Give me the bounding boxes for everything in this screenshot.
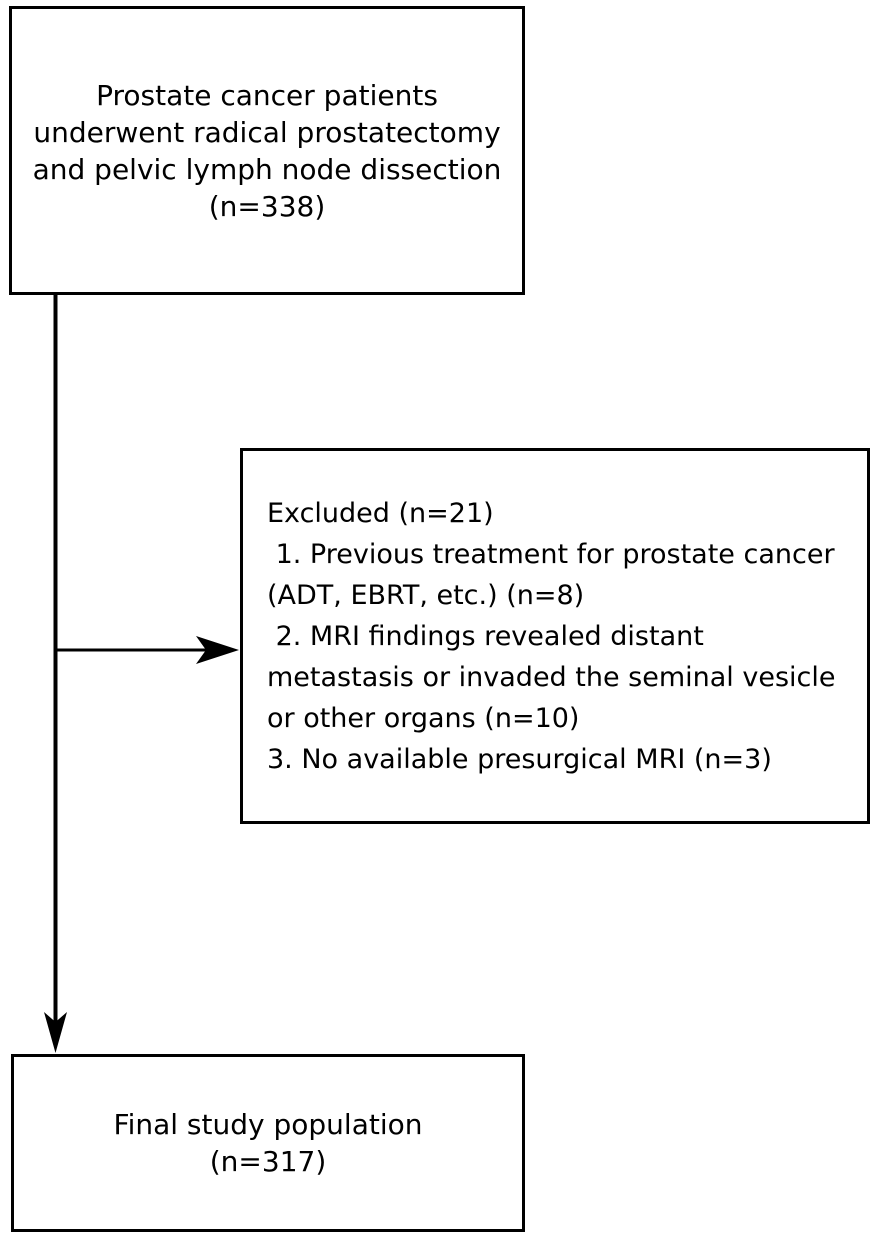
final-count-label: (n=317) <box>209 1145 327 1178</box>
excluded-reason-3: 3. No available presurgical MRI (n=3) <box>267 743 772 775</box>
excluded-reason-2-line-3: or other organs (n=10) <box>267 702 580 734</box>
excluded-reason-1-line-2: (ADT, EBRT, etc.) (n=8) <box>267 579 585 611</box>
enrolled-line-3: and pelvic lymph node dissection <box>32 152 502 186</box>
final-population-box: Final study population (n=317) <box>11 1054 525 1232</box>
enrolled-line-2: underwent radical prostatectomy <box>33 115 501 149</box>
enrolled-count-label: (n=338) <box>208 189 326 223</box>
excluded-reason-2-line-2: metastasis or invaded the seminal vesicl… <box>267 661 836 693</box>
excluded-reason-2-line-1: 2. MRI findings revealed distant <box>267 620 704 652</box>
down-arrowhead <box>44 1012 67 1053</box>
excluded-reason-1-line-1: 1. Previous treatment for prostate cance… <box>267 538 835 570</box>
enrolled-cohort-box: Prostate cancer patients underwent radic… <box>9 6 525 295</box>
excluded-box: Excluded (n=21) 1. Previous treatment fo… <box>240 448 870 824</box>
final-population-label: Final study population <box>113 1108 423 1141</box>
enrolled-line-1: Prostate cancer patients <box>96 78 438 112</box>
right-arrowhead <box>196 636 239 664</box>
excluded-heading: Excluded (n=21) <box>267 497 494 529</box>
